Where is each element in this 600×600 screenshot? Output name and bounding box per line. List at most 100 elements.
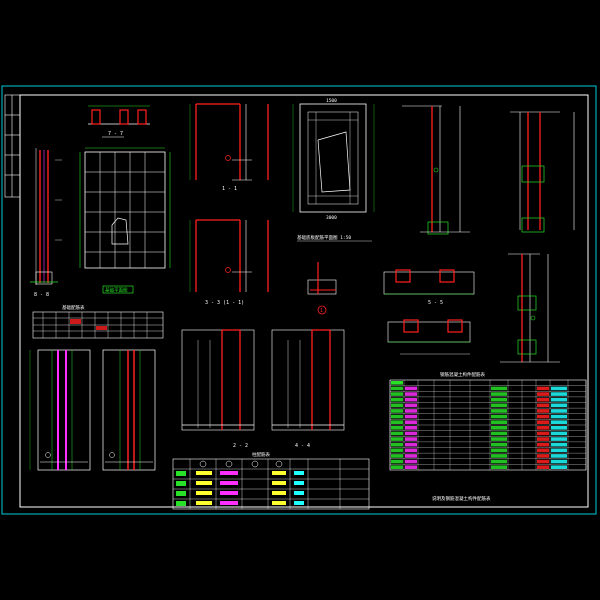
dim-b: 3000 <box>326 215 337 221</box>
foundation-plan: 基础平面图 <box>79 147 171 294</box>
schedule-cell <box>391 386 403 391</box>
schedule-cell <box>491 459 507 464</box>
label-section-4-4: 4 - 4 <box>295 443 310 449</box>
label-foundation-plan: 基础平面图 <box>105 287 128 294</box>
table3-title: 钢筋混凝土构件配筋表 <box>440 371 485 378</box>
schedule-cell <box>391 403 403 408</box>
column-elevation-b <box>102 349 156 471</box>
schedule-cell <box>405 448 417 453</box>
schedule-cell <box>551 437 567 441</box>
schedule-cell <box>551 386 567 391</box>
schedule-cell <box>391 459 403 464</box>
component-schedule-table: 钢筋混凝土构件配筋表 说明及钢筋混凝土构件配筋表 <box>389 371 587 502</box>
right-detail-a <box>402 105 470 235</box>
schedule-cell <box>551 448 567 453</box>
schedule-cell <box>551 414 567 419</box>
label-section-2-2: 2 - 2 <box>233 443 248 449</box>
reinforcement-table: 柱配筋表 <box>172 451 370 510</box>
schedule-cell <box>537 426 549 430</box>
schedule-cell <box>405 442 417 447</box>
schedule-cell <box>405 437 417 441</box>
schedule-cell <box>491 437 507 441</box>
schedule-cell <box>491 397 507 402</box>
schedule-cell <box>391 465 403 469</box>
schedule-cell <box>491 442 507 447</box>
slab-plan: 1500 3000 基础底板配筋平面图 1:50 <box>292 98 375 242</box>
schedule-header-cell <box>391 381 403 385</box>
schedule-cell <box>537 442 549 447</box>
schedule-cell <box>491 414 507 419</box>
left-column-detail: 8 - 8 <box>30 148 62 298</box>
table1-title: 基础配筋表 <box>62 304 85 311</box>
schedule-cell <box>491 465 507 469</box>
section-3-3: 3 - 3 (1 - 1) <box>189 219 269 306</box>
schedule-cell <box>551 403 567 408</box>
right-detail-c <box>500 253 560 363</box>
table2-title: 柱配筋表 <box>252 451 270 458</box>
schedule-cell <box>551 397 567 402</box>
schedule-cell <box>551 431 567 436</box>
schedule-cell <box>391 420 403 424</box>
label-slab-plan: 基础底板配筋平面图 1:50 <box>297 234 351 241</box>
schedule-cell <box>551 454 567 458</box>
schedule-cell <box>537 403 549 408</box>
schedule-cell <box>551 392 567 396</box>
schedule-cell <box>391 397 403 402</box>
schedule-cell <box>491 386 507 391</box>
schedule-cell <box>405 403 417 408</box>
right-detail-b <box>510 111 575 233</box>
schedule-cell <box>537 465 549 469</box>
column-elevation-a <box>29 349 91 471</box>
schedule-cell <box>405 459 417 464</box>
schedule-cell <box>537 414 549 419</box>
schedule-cell <box>537 454 549 458</box>
schedule-cell <box>491 448 507 453</box>
schedule-cell <box>405 409 417 413</box>
section-4-4: 4 - 4 <box>271 329 345 449</box>
label-section-3-3: 3 - 3 (1 - 1) <box>205 300 244 306</box>
beam-detail-lower <box>387 319 471 355</box>
sheet-frame <box>1 85 597 515</box>
schedule-cell <box>405 431 417 436</box>
schedule-cell <box>491 454 507 458</box>
foundation-table: 基础配筋表 <box>32 304 164 339</box>
schedule-cell <box>537 392 549 396</box>
schedule-cell <box>391 414 403 419</box>
schedule-cell <box>405 392 417 396</box>
title-strip <box>4 94 21 198</box>
schedule-cell <box>391 431 403 436</box>
label-section-8-8: 8 - 8 <box>34 292 49 298</box>
schedule-cell <box>551 442 567 447</box>
beam-detail-5-5: 5 - 5 <box>383 269 475 306</box>
bottom-right-note: 说明及钢筋混凝土构件配筋表 <box>432 495 491 502</box>
schedule-cell <box>537 409 549 413</box>
schedule-cell <box>537 397 549 402</box>
schedule-cell <box>537 431 549 436</box>
schedule-cell <box>551 465 567 469</box>
schedule-cell <box>491 420 507 424</box>
schedule-cell <box>405 426 417 430</box>
schedule-cell <box>405 386 417 391</box>
schedule-cell <box>491 403 507 408</box>
schedule-cell <box>391 426 403 430</box>
section-7-7: 7 - 7 <box>88 105 150 138</box>
schedule-cell <box>405 420 417 424</box>
schedule-cell <box>391 409 403 413</box>
schedule-cell <box>537 420 549 424</box>
schedule-cell <box>551 459 567 464</box>
schedule-cell <box>491 426 507 430</box>
label-section-1-1: 1 - 1 <box>222 186 237 192</box>
schedule-cell <box>391 392 403 396</box>
schedule-cell <box>537 437 549 441</box>
dim-a: 1500 <box>326 98 337 104</box>
section-2-2: 2 - 2 <box>181 329 255 449</box>
schedule-cell <box>391 454 403 458</box>
label-section-7-7: 7 - 7 <box>108 131 123 137</box>
schedule-cell <box>391 448 403 453</box>
schedule-cell <box>537 386 549 391</box>
schedule-cell <box>405 454 417 458</box>
schedule-cell <box>391 442 403 447</box>
schedule-cell <box>491 409 507 413</box>
schedule-cell <box>491 392 507 396</box>
